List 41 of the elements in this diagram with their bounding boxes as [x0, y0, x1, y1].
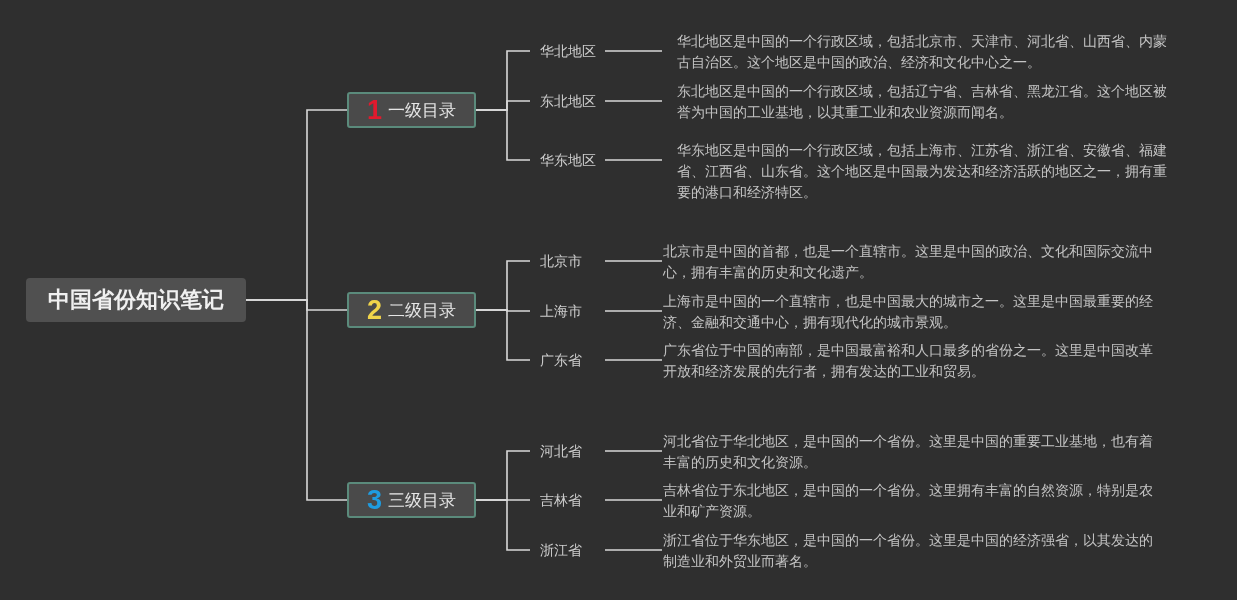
connector-line — [604, 100, 663, 102]
section-box — [347, 482, 476, 518]
description-text: 广东省位于中国的南部，是中国最富裕和人口最多的省份之一。这里是中国改革开放和经济发展的先行者，拥有发达的工业和贸易。 — [662, 340, 1158, 382]
connector-line — [604, 50, 663, 52]
description-text: 浙江省位于华东地区，是中国的一个省份。这里是中国的经济强省，以其发达的制造业和外贸业而著名。 — [662, 530, 1158, 572]
section-title: 三级目录 — [388, 488, 456, 512]
subtopic-label: 浙江省 — [530, 538, 605, 562]
root-topic: 中国省份知识笔记 — [26, 278, 246, 322]
section-title: 一级目录 — [388, 98, 456, 122]
connector-line — [604, 499, 663, 501]
connector-line — [604, 450, 663, 452]
section-number: 2 — [367, 295, 382, 325]
description-text: 华东地区是中国的一个行政区域，包括上海市、江苏省、浙江省、安徽省、福建省、江西省、山东省。这个地区是中国最为发达和经济活跃的地区之一，拥有重要的港口和经济特区。 — [662, 140, 1172, 203]
connector-line — [604, 260, 663, 262]
description-text: 东北地区是中国的一个行政区域，包括辽宁省、吉林省、黑龙江省。这个地区被誉为中国的工业基地，以其重工业和农业资源而闻名。 — [662, 81, 1172, 123]
connector-line — [475, 309, 531, 361]
subtopic-label: 吉林省 — [530, 488, 605, 512]
section-number: 3 — [367, 485, 382, 515]
description-text: 河北省位于华北地区，是中国的一个省份。这里是中国的重要工业基地，也有着丰富的历史和文化资源。 — [662, 431, 1158, 473]
section-number: 1 — [367, 95, 382, 125]
section-box — [347, 292, 476, 328]
connector-line — [604, 549, 663, 551]
connector-line — [604, 359, 663, 361]
description-text: 上海市是中国的一个直辖市，也是中国最大的城市之一。这里是中国最重要的经济、金融和交通中心，拥有现代化的城市景观。 — [662, 291, 1158, 333]
description-text: 吉林省位于东北地区，是中国的一个省份。这里拥有丰富的自然资源，特别是农业和矿产资源。 — [662, 480, 1158, 522]
section-title: 二级目录 — [388, 298, 456, 322]
subtopic-label: 河北省 — [530, 439, 605, 463]
connector-line — [475, 109, 531, 161]
description-text: 华北地区是中国的一个行政区域，包括北京市、天津市、河北省、山西省、内蒙古自治区。这个地区是中国的政治、经济和文化中心之一。 — [662, 31, 1172, 73]
subtopic-label: 华北地区 — [530, 39, 605, 63]
subtopic-label: 华东地区 — [530, 148, 605, 172]
connector-line — [604, 310, 663, 312]
subtopic-label: 东北地区 — [530, 89, 605, 113]
connector-line — [604, 159, 663, 161]
connector-line — [245, 299, 348, 501]
subtopic-label: 广东省 — [530, 348, 605, 372]
section-box — [347, 92, 476, 128]
subtopic-label: 北京市 — [530, 249, 605, 273]
subtopic-label: 上海市 — [530, 299, 605, 323]
connector-line — [475, 499, 531, 551]
description-text: 北京市是中国的首都，也是一个直辖市。这里是中国的政治、文化和国际交流中心，拥有丰富的历史和文化遗产。 — [662, 241, 1158, 283]
